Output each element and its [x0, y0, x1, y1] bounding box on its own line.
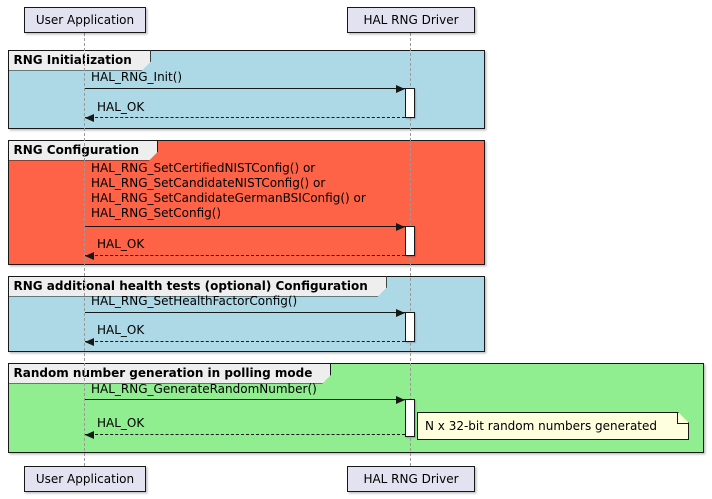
message-call-label-health: HAL_RNG_SetHealthFactorConfig() [91, 294, 298, 308]
note-text: N x 32-bit random numbers generated [425, 419, 658, 433]
config-call-line-4: HAL_RNG_SetConfig() [91, 206, 222, 220]
config-call-line-2: HAL_RNG_SetCandidateNISTConfig() or [91, 176, 326, 190]
note-random-numbers: N x 32-bit random numbers generated [417, 412, 689, 440]
call-arrow-config [85, 223, 405, 231]
return-arrow-config [85, 252, 405, 260]
participant-hal-rng-driver-top: HAL RNG Driver [347, 7, 475, 33]
frame-title-random-generation-polling: Random number generation in polling mode [8, 363, 332, 384]
lifeline-user-application [84, 33, 85, 466]
frame-title-rng-initialization: RNG Initialization [8, 50, 151, 71]
activation-bar-init [405, 88, 415, 118]
message-return-label-config: HAL_OK [97, 237, 145, 251]
message-return-label-health: HAL_OK [97, 323, 145, 337]
participant-user-application-bottom: User Application [24, 466, 146, 492]
activation-bar-config [405, 226, 415, 256]
frame-title-rng-health-tests: RNG additional health tests (optional) C… [8, 276, 387, 297]
config-call-line-3: HAL_RNG_SetCandidateGermanBSIConfig() or [91, 191, 366, 205]
frame-title-rng-configuration: RNG Configuration [8, 140, 159, 161]
activation-bar-generate [405, 399, 415, 437]
participant-user-application-top: User Application [24, 7, 146, 33]
config-call-line-1: HAL_RNG_SetCertifiedNISTConfig() or [91, 161, 316, 175]
message-call-label-config: HAL_RNG_SetCertifiedNISTConfig() or HAL_… [91, 161, 366, 221]
call-arrow-init [85, 85, 405, 93]
message-return-label-generate: HAL_OK [97, 416, 145, 430]
return-arrow-init [85, 114, 405, 122]
call-arrow-generate [85, 396, 405, 404]
participant-hal-rng-driver-bottom: HAL RNG Driver [347, 466, 475, 492]
note-fold-corner-icon [677, 413, 688, 424]
return-arrow-health [85, 338, 405, 346]
message-call-label-generate: HAL_RNG_GenerateRandomNumber() [91, 382, 317, 396]
activation-bar-health [405, 312, 415, 342]
message-return-label-init: HAL_OK [97, 100, 145, 114]
call-arrow-health [85, 309, 405, 317]
return-arrow-generate [85, 431, 405, 439]
message-call-label-init: HAL_RNG_Init() [91, 70, 183, 84]
